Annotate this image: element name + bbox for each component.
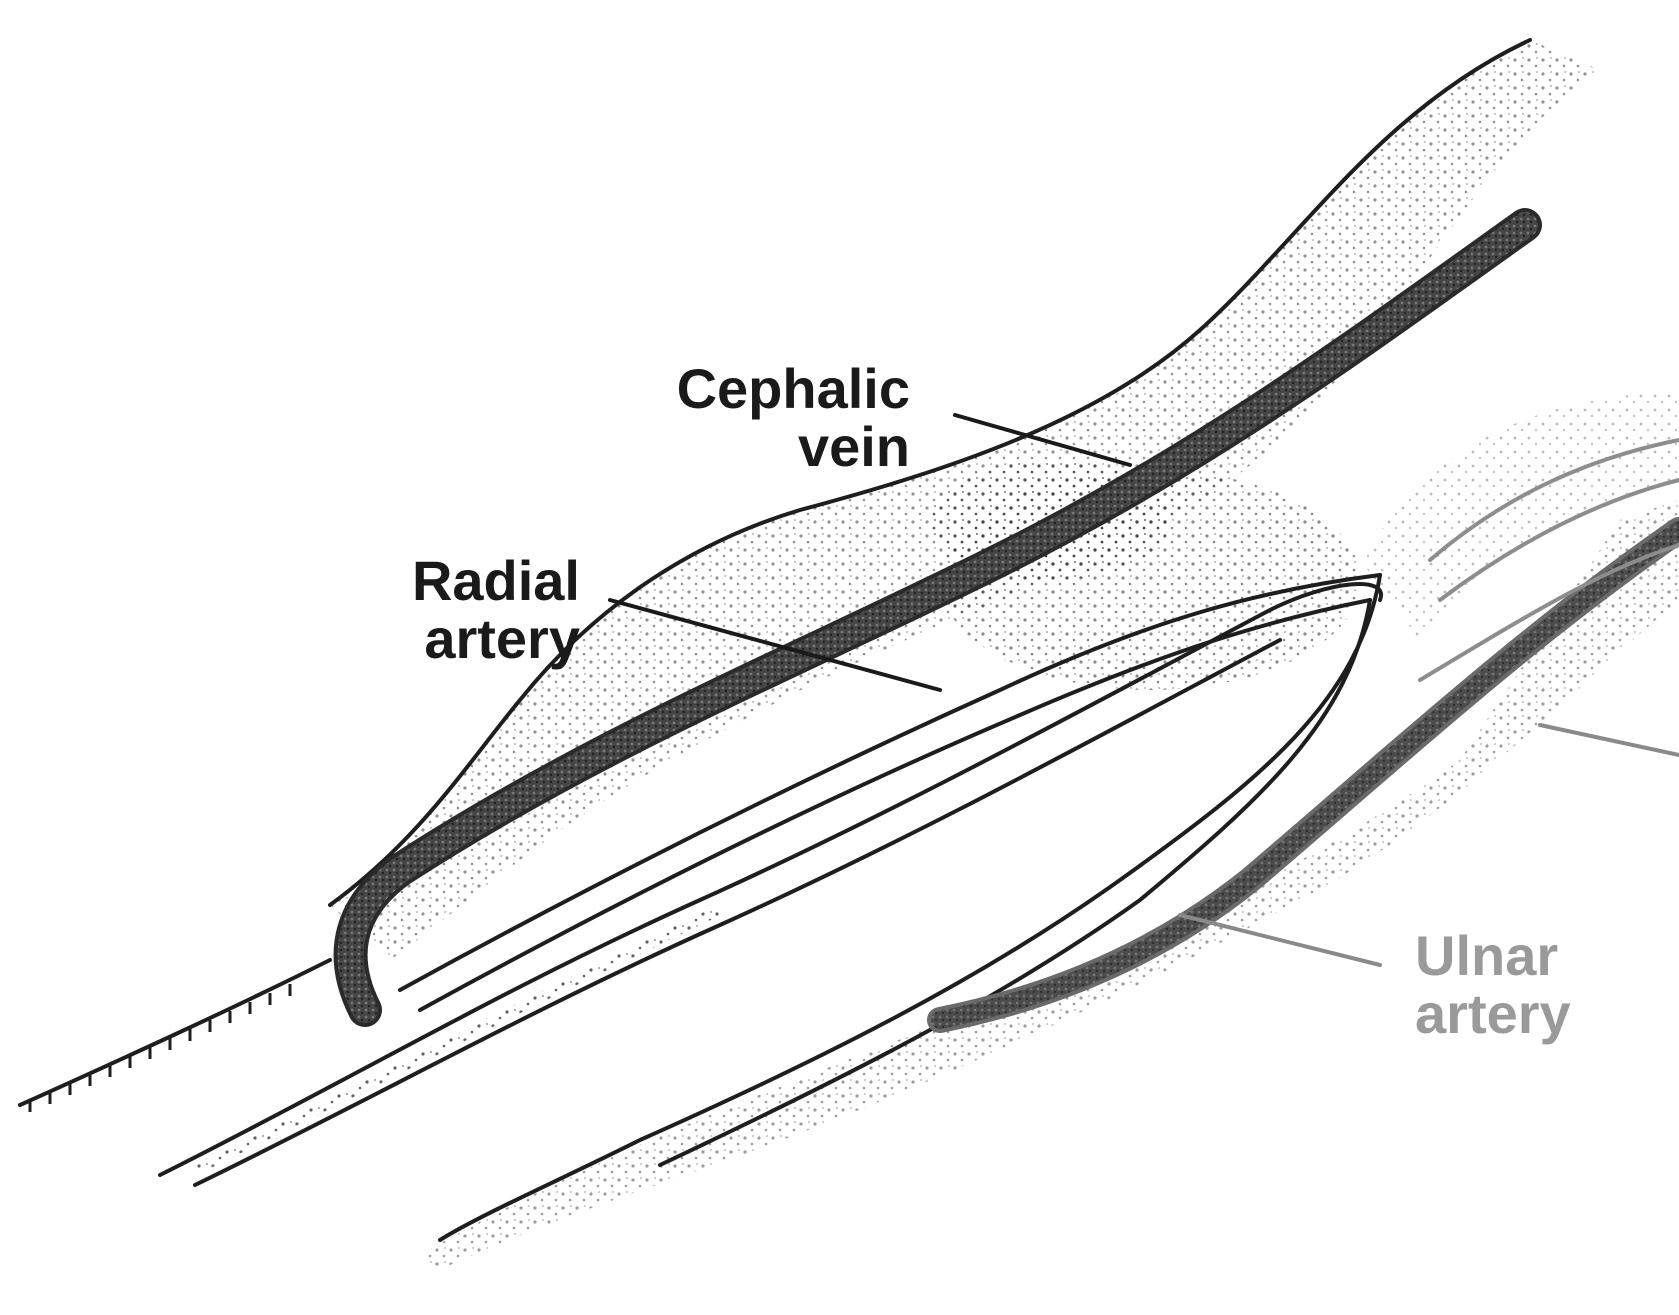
ulnar-artery-label-line2: artery bbox=[1415, 982, 1571, 1045]
skin-edge bbox=[20, 960, 330, 1112]
label-radial-artery: Radial artery bbox=[412, 549, 580, 670]
label-cephalic-vein: Cephalic vein bbox=[677, 357, 910, 478]
label-ulnar-artery: Ulnar artery bbox=[1415, 924, 1571, 1045]
radial-artery-label-line1: Radial bbox=[412, 549, 580, 612]
radial-artery-label-line2: artery bbox=[424, 607, 580, 670]
unlabeled-leader bbox=[1540, 725, 1679, 755]
cephalic-vein-label-line1: Cephalic bbox=[677, 357, 910, 420]
ulnar-artery-label-line1: Ulnar bbox=[1415, 924, 1558, 987]
cephalic-vein-label-line2: vein bbox=[798, 415, 910, 478]
